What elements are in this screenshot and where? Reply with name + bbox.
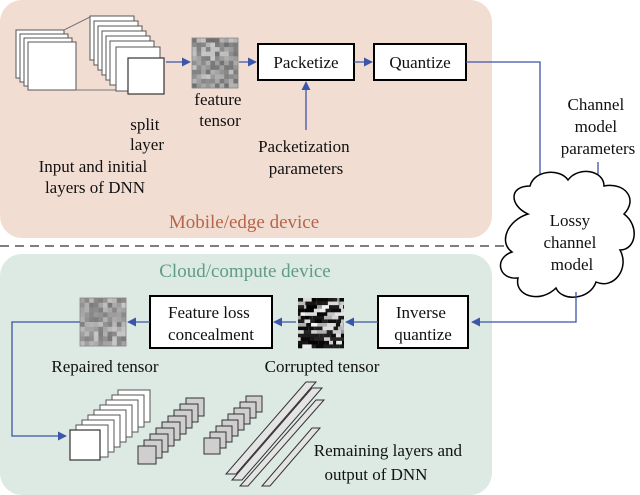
repaired-tensor-image xyxy=(79,297,127,347)
corrupted-tensor-label: Corrupted tensor xyxy=(265,357,380,376)
feature-tensor-label: feature tensor xyxy=(194,90,245,130)
quantize-box xyxy=(373,43,467,81)
remaining-layers-label: Remaining layers and output of DNN xyxy=(314,441,467,484)
arrow-repaired-to-remaining xyxy=(11,321,80,441)
cloud-region-title: Cloud/compute device xyxy=(159,261,330,282)
inverse-quantize-box xyxy=(377,295,469,349)
channel-model-params-label: Channel model parameters xyxy=(561,95,636,158)
repaired-tensor-label: Repaired tensor xyxy=(51,357,158,376)
mobile-region xyxy=(0,0,492,238)
feature-loss-concealment-box xyxy=(149,295,273,349)
arrow-channel-to-inverse-quantize xyxy=(471,292,577,327)
packetization-params-label: Packetization parameters xyxy=(258,137,354,178)
corrupted-tensor-image xyxy=(298,298,344,349)
lossy-channel-label: Lossy channel model xyxy=(543,211,600,274)
quantize-label: Quantize xyxy=(389,53,450,72)
packetize-label: Packetize xyxy=(273,53,338,72)
split-layer-label: split layer xyxy=(130,115,164,154)
feature-loss-concealment-label: Feature loss concealment xyxy=(168,303,254,344)
input-layers-stack xyxy=(15,15,165,95)
arrow-quantize-to-channel xyxy=(466,61,545,197)
packetize-box xyxy=(257,43,355,81)
feature-tensor-image xyxy=(191,37,239,89)
mobile-region-title: Mobile/edge device xyxy=(169,212,319,233)
input-layers-label: Input and initial layers of DNN xyxy=(39,157,152,197)
inverse-quantize-label: Inverse quantize xyxy=(394,303,452,344)
remaining-layers-stack xyxy=(69,381,326,487)
lossy-channel-cloud xyxy=(499,170,635,298)
